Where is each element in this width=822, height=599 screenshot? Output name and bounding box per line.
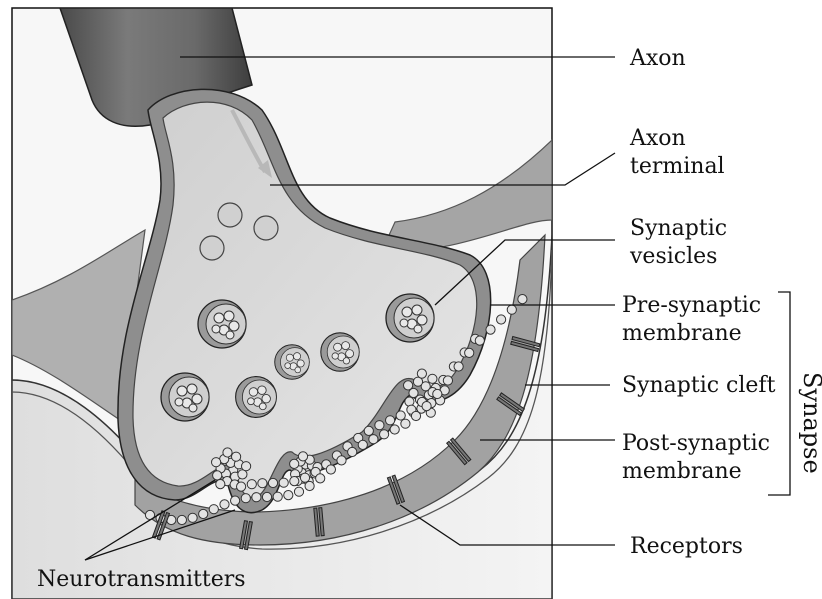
neurotransmitter-dot — [262, 492, 271, 501]
neurotransmitter-dot — [242, 462, 251, 471]
vesicle-cluster — [321, 333, 359, 371]
neurotransmitter-dot — [454, 362, 463, 371]
neurotransmitter-dot — [337, 456, 346, 465]
label-pre-synaptic-line2: membrane — [622, 321, 742, 346]
neurotransmitter-dot — [300, 473, 309, 482]
label-post-synaptic-line1: Post-synaptic — [622, 431, 770, 456]
neurotransmitter-dot — [369, 435, 378, 444]
label-synaptic-vesicles-line1: Synaptic — [630, 216, 727, 241]
neurotransmitter-dot — [390, 425, 399, 434]
vesicle — [200, 236, 224, 260]
neurotransmitter-dot — [258, 479, 267, 488]
neurotransmitter-dot — [364, 426, 373, 435]
neurotransmitter-dot — [486, 325, 495, 334]
label-axon-terminal-line2: terminal — [630, 154, 725, 179]
neurotransmitter-dot — [443, 376, 452, 385]
neurotransmitter-dot — [348, 447, 357, 456]
neurotransmitter-dot — [290, 459, 299, 468]
neurotransmitter-dot — [417, 369, 426, 378]
neurotransmitter-dot — [380, 430, 389, 439]
neurotransmitter-dot — [223, 448, 232, 457]
neurotransmitter-dot — [396, 411, 405, 420]
vesicle — [254, 216, 278, 240]
neurotransmitter-dot — [507, 305, 516, 314]
neurotransmitter-dot — [422, 402, 431, 411]
neurotransmitter-dot — [290, 477, 299, 486]
label-synaptic-vesicles-line2: vesicles — [629, 244, 717, 269]
neurotransmitter-dot — [411, 411, 420, 420]
label-synapse: Synapse — [798, 372, 822, 474]
neurotransmitter-dot — [212, 458, 221, 467]
neurotransmitter-dot — [518, 295, 527, 304]
neurotransmitter-dot — [232, 452, 241, 461]
neurotransmitter-dot — [326, 465, 335, 474]
neurotransmitter-dot — [375, 421, 384, 430]
label-synaptic-cleft: Synaptic cleft — [622, 373, 776, 398]
neurotransmitter-dot — [231, 496, 240, 505]
neurotransmitter-dot — [216, 480, 225, 489]
neurotransmitter-dot — [199, 509, 208, 518]
neurotransmitter-dot — [220, 500, 229, 509]
neurotransmitter-dot — [279, 478, 288, 487]
neurotransmitter-dot — [358, 440, 367, 449]
vesicle-cluster — [161, 373, 209, 421]
label-receptors: Receptors — [630, 534, 743, 559]
vesicle-cluster — [386, 294, 434, 342]
neurotransmitter-dot — [497, 315, 506, 324]
neurotransmitter-dot — [386, 416, 395, 425]
neurotransmitter-dot — [404, 381, 413, 390]
neurotransmitter-dot — [273, 492, 282, 501]
label-pre-synaptic-line1: Pre-synaptic — [622, 293, 761, 318]
label-neurotransmitters: Neurotransmitters — [37, 567, 246, 592]
neurotransmitter-dot — [284, 491, 293, 500]
neurotransmitter-dot — [252, 493, 261, 502]
vesicle — [218, 203, 242, 227]
neurotransmitter-dot — [241, 494, 250, 503]
neurotransmitter-dot — [237, 482, 246, 491]
neurotransmitter-dot — [428, 374, 437, 383]
label-post-synaptic-line2: membrane — [622, 459, 742, 484]
neurotransmitter-dot — [316, 474, 325, 483]
neurotransmitter-dot — [401, 419, 410, 428]
neurotransmitter-dot — [298, 452, 307, 461]
neurotransmitter-dot — [268, 478, 277, 487]
neurotransmitter-dot — [475, 336, 484, 345]
label-axon: Axon — [629, 46, 686, 71]
neurotransmitter-dot — [188, 513, 197, 522]
label-axon-terminal-line1: Axon — [629, 126, 686, 151]
vesicle-cluster — [198, 300, 246, 348]
neurotransmitter-dot — [294, 487, 303, 496]
neurotransmitter-dot — [305, 481, 314, 490]
vesicle-cluster — [275, 345, 310, 380]
neurotransmitter-dot — [433, 389, 442, 398]
vesicle-cluster — [236, 377, 277, 418]
neurotransmitter-dot — [465, 348, 474, 357]
neurotransmitter-dot — [209, 505, 218, 514]
neurotransmitter-dot — [213, 471, 222, 480]
neurotransmitter-dot — [247, 480, 256, 489]
neurotransmitter-dot — [177, 515, 186, 524]
